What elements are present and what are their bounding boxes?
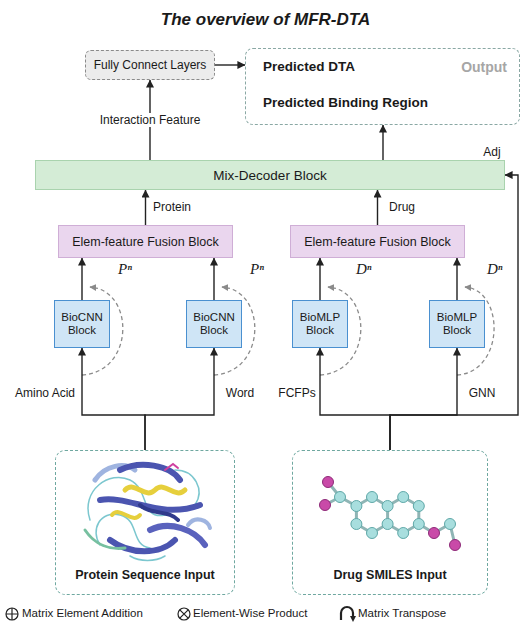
residual-label: Pⁿ [118, 261, 132, 278]
edge-label: FCFPs [276, 386, 317, 400]
connector-arrow [81, 258, 82, 300]
connector-arrow [382, 125, 383, 160]
protein-illustration [85, 464, 210, 561]
legend-symbols [6, 607, 353, 620]
diagram-title: The overview of MFR-DTA [0, 10, 531, 30]
connector-arrow [377, 190, 378, 225]
node-text: Output [461, 59, 507, 75]
connector-arrow [213, 258, 214, 300]
node-text: BioCNN Block [58, 311, 106, 337]
node-text: Protein Sequence Input [75, 568, 215, 582]
legend-text: Matrix Element Addition [22, 607, 143, 619]
node-text: Elem-feature Fusion Block [304, 235, 451, 249]
node-text: BioMLP Block [296, 311, 344, 337]
node-text: Predicted DTA [263, 59, 461, 75]
output-box: Predicted DTAOutputPredicted Binding Reg… [245, 48, 520, 125]
legend-text: Element-Wise Product [193, 607, 307, 619]
edge-label: Protein [151, 200, 193, 214]
layer-box: Fully Connect Layers [85, 50, 215, 80]
fusion-box: Elem-feature Fusion Block [58, 225, 233, 258]
connector-arrow [390, 348, 457, 450]
input-panel: Protein Sequence Input [55, 450, 235, 595]
edge-label: GNN [467, 386, 498, 400]
cnn-block: BioCNN Block [186, 300, 242, 348]
node-text: BioCNN Block [190, 311, 238, 337]
mlp-block: BioMLP Block [429, 300, 485, 348]
mlp-block: BioMLP Block [292, 300, 348, 348]
edge-label: Word [224, 386, 256, 400]
node-text: Fully Connect Layers [94, 58, 207, 72]
edge-label: Adj [481, 145, 502, 159]
connector-arrow [215, 64, 245, 65]
molecule-illustration [320, 477, 461, 551]
connector-arrow [145, 348, 214, 450]
legend-entry: Matrix Element Addition [22, 607, 143, 621]
edge-label: Drug [387, 200, 417, 214]
connector-arrow [145, 190, 146, 225]
input-panel: Drug SMILES Input [292, 450, 488, 595]
cnn-block: BioCNN Block [54, 300, 110, 348]
legend-entry: Element-Wise Product [193, 607, 307, 621]
legend-text: Matrix Transpose [358, 607, 446, 619]
legend-entry: Matrix Transpose [358, 607, 446, 621]
connector-arrow [320, 348, 390, 450]
node-text: Drug SMILES Input [333, 568, 446, 582]
connector-arrow [82, 348, 145, 450]
residual-label: Dⁿ [356, 261, 372, 278]
residual-label: Pⁿ [250, 261, 264, 278]
edge-label: Interaction Feature [98, 113, 203, 127]
fusion-box: Elem-feature Fusion Block [290, 225, 465, 258]
node-text: Mix-Decoder Block [213, 168, 326, 183]
residual-arrows [82, 287, 494, 375]
node-text: Predicted Binding Region [263, 95, 507, 110]
connector-arrow [390, 175, 518, 450]
connector-arrow [319, 258, 320, 300]
decoder-box: Mix-Decoder Block [35, 160, 505, 190]
node-text: BioMLP Block [433, 311, 481, 337]
residual-label: Dⁿ [487, 261, 503, 278]
connector-arrow [456, 258, 457, 300]
edge-label: Amino Acid [13, 386, 77, 400]
node-text: Elem-feature Fusion Block [72, 235, 219, 249]
